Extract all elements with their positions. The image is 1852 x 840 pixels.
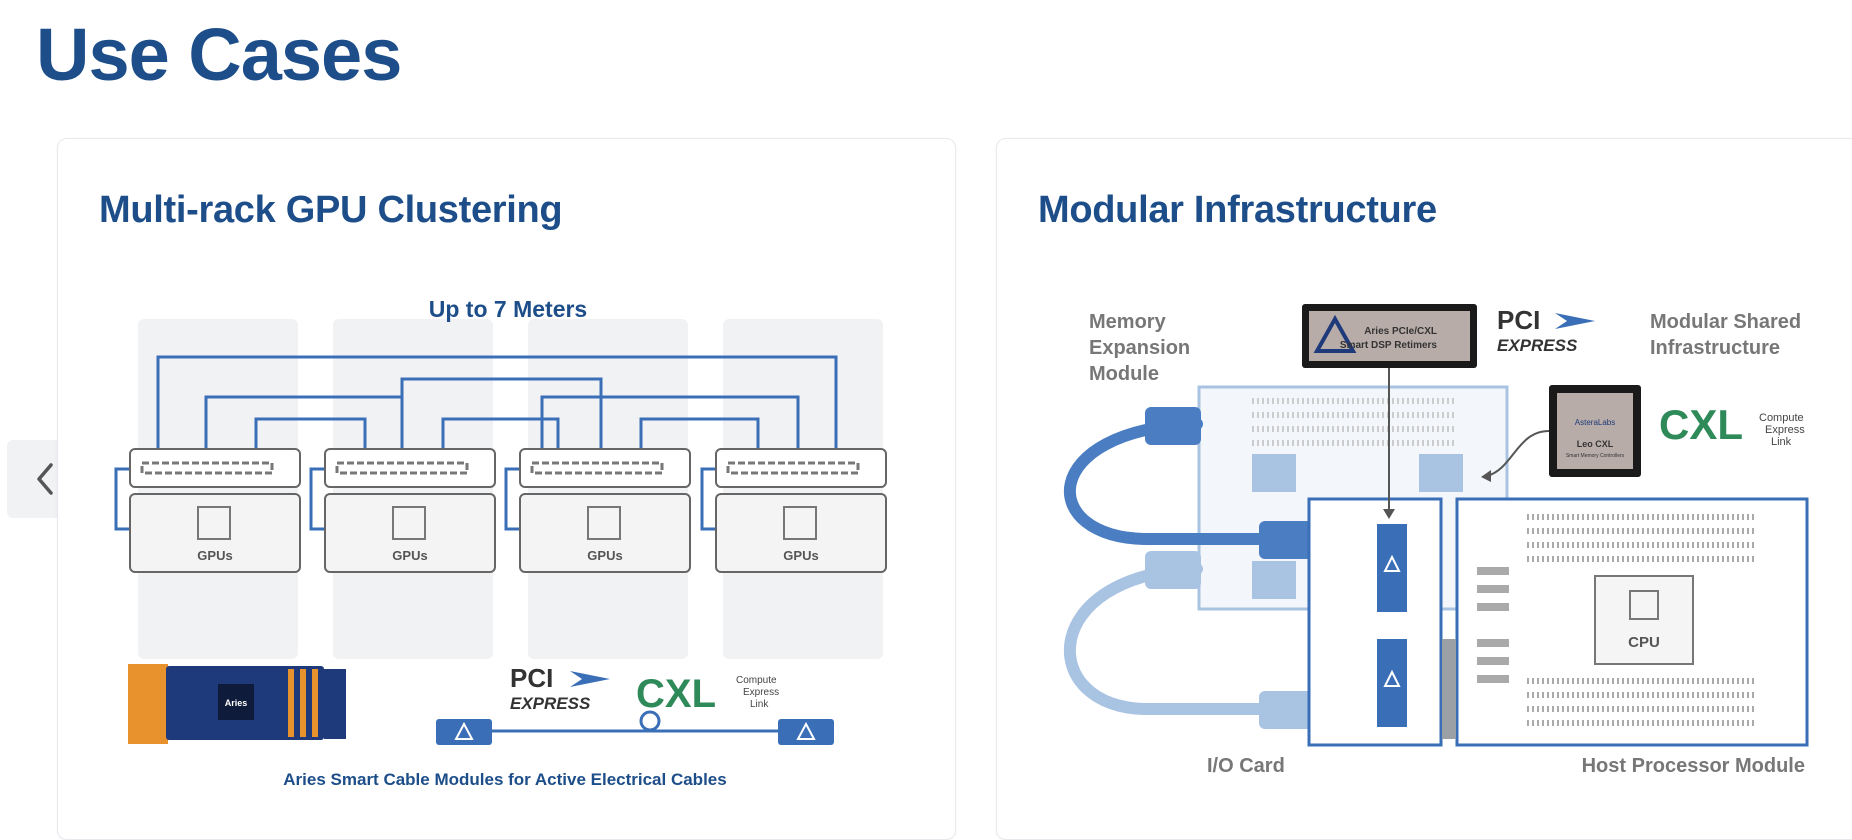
interconnect-cables xyxy=(114,355,838,531)
memory-label-line: Module xyxy=(1089,363,1159,385)
gpu-node-1: GPUs xyxy=(129,448,301,573)
gpu-label: GPUs xyxy=(392,548,427,563)
cxl-tag-text: Link xyxy=(750,699,769,710)
pci-express-logo: PCI EXPRESS xyxy=(1497,305,1595,355)
active-cable xyxy=(436,710,834,745)
cxl-logo: CXL Compute Express Link xyxy=(1659,401,1805,448)
cxl-tag-text: Link xyxy=(1771,436,1792,448)
leo-chip-text: Smart Memory Controllers xyxy=(1566,453,1625,459)
use-case-card-modular-infrastructure[interactable]: Modular Infrastructure Memory Expansion … xyxy=(996,138,1852,840)
memory-expansion-label: Memory Expansion Module xyxy=(1089,311,1190,385)
retimer-chip-text: Aries PCIe/CXL xyxy=(1364,326,1437,337)
modular-infrastructure-diagram: Memory Expansion Module xyxy=(1063,304,1809,777)
use-case-card-gpu-clustering[interactable]: Multi-rack GPU Clustering Up to 7 Meters xyxy=(57,138,956,840)
gpu-clustering-diagram: Up to 7 Meters GPUs xyxy=(114,296,887,789)
page-title: Use Cases xyxy=(36,13,402,96)
distance-label: Up to 7 Meters xyxy=(429,296,587,322)
diagram-caption: Aries Smart Cable Modules for Active Ele… xyxy=(283,770,726,789)
io-card-label: I/O Card xyxy=(1207,755,1285,777)
aries-board-text: Aries xyxy=(225,698,248,708)
pci-express-text: EXPRESS xyxy=(1497,336,1578,355)
aries-retimer-chip: Aries PCIe/CXL Smart DSP Retimers xyxy=(1302,304,1477,519)
host-processor-module: CPU xyxy=(1442,497,1809,747)
chevron-left-icon xyxy=(37,463,53,495)
cxl-tag-text: Compute xyxy=(1759,412,1804,424)
cxl-mark-text: CXL xyxy=(636,672,716,716)
gpu-label: GPUs xyxy=(587,548,622,563)
memory-label-line: Expansion xyxy=(1089,337,1190,359)
cxl-logo: CXL Compute Express Link xyxy=(636,672,779,716)
shared-label-line: Infrastructure xyxy=(1650,337,1780,359)
aries-module-board: Aries xyxy=(128,664,346,744)
memory-label-line: Memory xyxy=(1089,311,1167,333)
pci-logo-text: PCI xyxy=(510,663,553,693)
gpu-label: GPUs xyxy=(783,548,818,563)
leo-chip-brand: AsteraLabs xyxy=(1575,418,1615,427)
gpu-label: GPUs xyxy=(197,548,232,563)
shared-infrastructure-label: Modular Shared Infrastructure xyxy=(1650,311,1801,359)
pci-express-text: EXPRESS xyxy=(510,694,591,713)
cxl-tag-text: Express xyxy=(743,687,779,698)
card-title: Modular Infrastructure xyxy=(1038,189,1437,231)
io-card xyxy=(1307,497,1443,747)
gpu-node-2: GPUs xyxy=(324,448,496,573)
leo-chip-text: Leo CXL xyxy=(1577,439,1614,449)
server-racks-background xyxy=(138,319,883,659)
host-module-label: Host Processor Module xyxy=(1582,755,1805,777)
shared-label-line: Modular Shared xyxy=(1650,311,1801,333)
pci-logo-text: PCI xyxy=(1497,305,1540,335)
pci-express-logo: PCI EXPRESS xyxy=(510,663,610,713)
cxl-tag-text: Compute xyxy=(736,675,777,686)
card-title: Multi-rack GPU Clustering xyxy=(99,189,563,231)
gpu-node-3: GPUs xyxy=(519,448,691,573)
cpu-label: CPU xyxy=(1628,634,1660,651)
retimer-chip-text: Smart DSP Retimers xyxy=(1340,340,1438,351)
gpu-node-4: GPUs xyxy=(715,448,887,573)
cxl-tag-text: Express xyxy=(1765,424,1805,436)
leo-cxl-chip: AsteraLabs Leo CXL Smart Memory Controll… xyxy=(1481,385,1641,482)
memory-cables xyxy=(1063,407,1315,729)
cxl-mark-text: CXL xyxy=(1659,401,1743,448)
